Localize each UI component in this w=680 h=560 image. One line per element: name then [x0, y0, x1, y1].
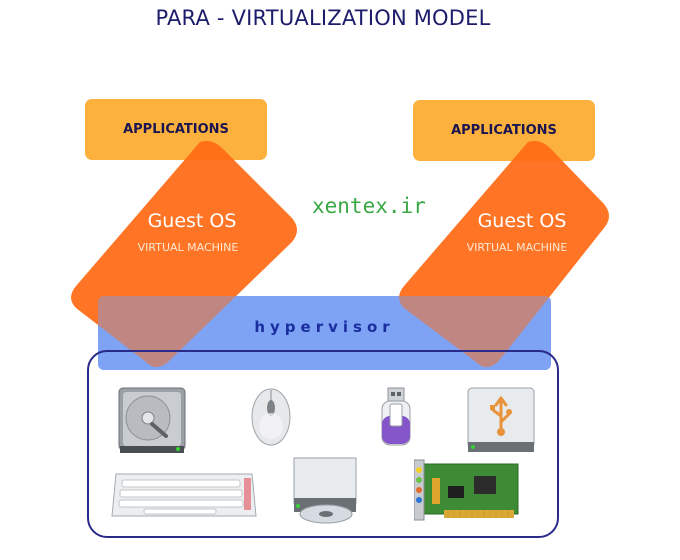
hypervisor-label: hypervisor: [254, 318, 395, 336]
guest-os-label-left: Guest OS: [147, 210, 237, 232]
hypervisor-overlay: [98, 296, 551, 370]
optical-drive-icon: [293, 457, 357, 524]
guest-os-label-right: Guest OS: [477, 210, 567, 232]
keyboard-icon: [111, 473, 257, 517]
guest-os-diamond-left: [71, 140, 297, 367]
usb-external-drive-icon: [467, 387, 535, 452]
mouse-icon: [251, 388, 291, 446]
applications-box-left: APPLICATIONS: [85, 99, 267, 160]
guest-os-diamond-right: [399, 140, 609, 367]
virtual-machine-label-right: VIRTUAL MACHINE: [466, 241, 568, 254]
usb-flash-drive-icon: [381, 387, 411, 446]
virtual-machine-label-left: VIRTUAL MACHINE: [137, 241, 239, 254]
diagram-title: PARA - VIRTUALIZATION MODEL: [155, 6, 491, 30]
hardware-layer: [87, 350, 559, 538]
applications-box-right: APPLICATIONS: [413, 100, 595, 161]
sound-card-icon: [414, 459, 519, 521]
watermark-text: xentex.ir: [312, 194, 426, 218]
hard-disk-icon: [118, 387, 186, 453]
